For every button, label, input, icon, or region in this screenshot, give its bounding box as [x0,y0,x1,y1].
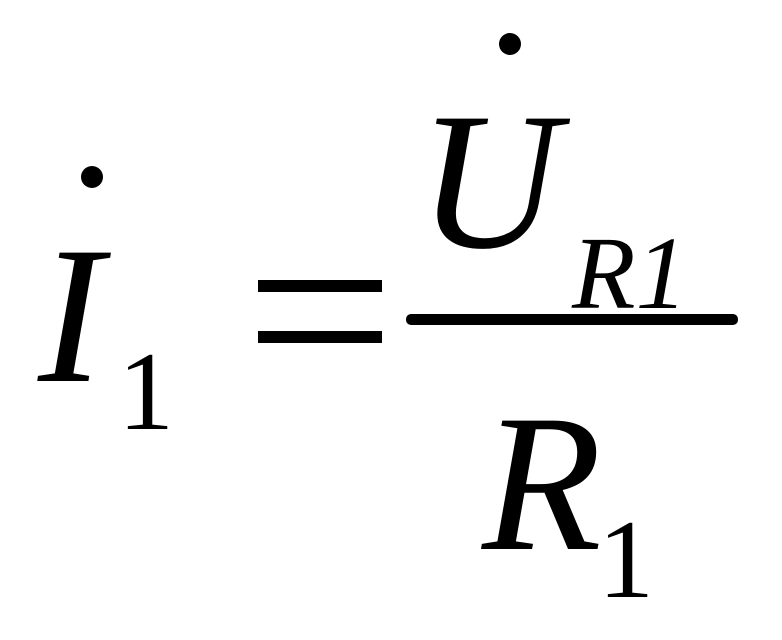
lhs-symbol: I [38,207,104,424]
lhs-subscript: 1 [118,330,174,454]
lhs-dot-accent [81,166,103,188]
denominator-subscript: 1 [598,498,654,622]
fraction-bar [406,314,738,325]
numerator-symbol: U [418,73,560,290]
denominator-symbol: R [482,375,602,592]
numerator-dot-accent [499,33,521,55]
equals-bottom-bar [258,331,382,343]
numerator-subscript: R1 [572,216,688,331]
equals-top-bar [258,280,382,292]
